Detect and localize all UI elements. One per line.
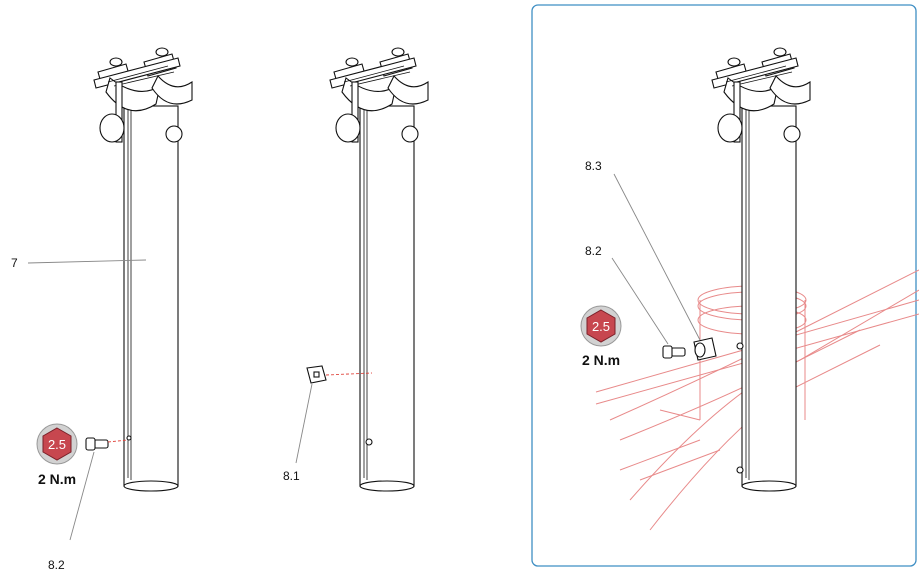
label-clip-8-1: 8.1 bbox=[283, 469, 300, 483]
seatpost-3 bbox=[711, 47, 811, 492]
leader-clip-8-1 bbox=[295, 383, 313, 464]
clip-8-1 bbox=[306, 365, 373, 384]
leader-bolt-8-2-step1 bbox=[69, 451, 95, 541]
wedge-8-3 bbox=[693, 337, 717, 361]
bolt-8-2-step3 bbox=[662, 345, 686, 359]
step-3-panel: 8.3 8.2 2.5 2 N.m bbox=[531, 4, 919, 567]
leader-bolt-8-2-step3 bbox=[611, 257, 669, 345]
step-3-border bbox=[531, 4, 917, 567]
bolt-8-2-step1 bbox=[85, 437, 129, 451]
hex-size-step3: 2.5 bbox=[592, 319, 610, 334]
hex-size-step1: 2.5 bbox=[48, 437, 66, 452]
leader-wedge-8-3 bbox=[613, 173, 701, 341]
label-wedge-8-3: 8.3 bbox=[585, 159, 602, 173]
torque-badge-step3: 2.5 2 N.m bbox=[580, 305, 622, 368]
leader-post-7 bbox=[27, 259, 147, 264]
step-1: 7 8.2 2.5 2 N.m bbox=[11, 47, 193, 570]
label-bolt-8-2-step3: 8.2 bbox=[585, 244, 602, 258]
seatpost-1 bbox=[93, 47, 193, 492]
torque-badge-step1: 2.5 2 N.m bbox=[36, 423, 78, 487]
seatpost-2 bbox=[329, 47, 429, 492]
torque-value-step1: 2 N.m bbox=[38, 471, 76, 487]
label-post-7: 7 bbox=[11, 256, 18, 270]
torque-value-step3: 2 N.m bbox=[582, 352, 620, 368]
step-2: 8.1 bbox=[283, 47, 429, 492]
label-bolt-8-2-step1: 8.2 bbox=[48, 558, 65, 570]
